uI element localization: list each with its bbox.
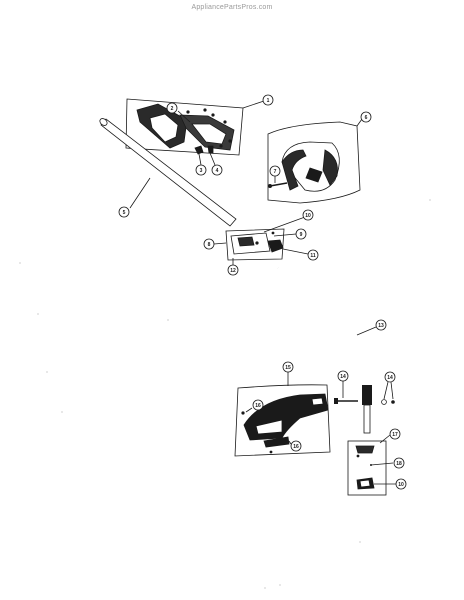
upper-shaft-group: [99, 118, 237, 227]
guard-washer: [391, 400, 395, 404]
callout-3: 3: [195, 164, 207, 176]
callout-15: 15: [282, 361, 294, 373]
svg-text:5: 5: [123, 210, 126, 216]
debris-guard-window: [255, 419, 283, 435]
coupler-clamp: [237, 236, 255, 247]
handle-housing-box: [125, 98, 244, 156]
shaft-clamp: [362, 385, 372, 405]
screw: [228, 139, 232, 143]
callout-6: 6: [360, 111, 372, 123]
spool-group: [347, 434, 396, 496]
callout-9: 9: [295, 228, 307, 240]
callout-2: 2: [166, 102, 178, 114]
callout-5: 5: [118, 206, 130, 218]
spool-line-end: [356, 454, 360, 458]
spool-cap: [355, 445, 375, 454]
assist-handle-grip-right: [322, 149, 338, 186]
svg-text:10: 10: [398, 482, 404, 488]
callout-4: 4: [211, 164, 223, 176]
scan-specks: [19, 199, 431, 589]
assist-handle-group: [267, 118, 363, 204]
svg-text:18: 18: [396, 461, 402, 467]
watermark: AppliancePartsPros.com: [191, 4, 273, 11]
svg-text:7: 7: [274, 169, 277, 175]
assist-handle-grip: [281, 149, 307, 191]
callout-18: 18: [393, 457, 405, 469]
svg-text:15: 15: [285, 365, 291, 371]
callout-14-left: 14: [337, 370, 349, 382]
screw: [186, 110, 190, 114]
trigger-part: [194, 145, 204, 155]
coupler-washer: [271, 231, 275, 235]
callout-12: 12: [227, 264, 239, 276]
svg-text:12: 12: [230, 268, 236, 274]
debris-guard-box: [234, 384, 331, 457]
svg-text:3: 3: [200, 168, 203, 174]
housing-half-left-inner: [149, 113, 179, 143]
svg-text:1: 1: [267, 98, 270, 104]
debris-guard-slot: [311, 397, 324, 406]
coupler-group: [213, 216, 309, 265]
screw: [203, 108, 207, 112]
spool-bump-knob-inner: [359, 479, 371, 488]
screw: [223, 120, 227, 124]
svg-text:9: 9: [300, 232, 303, 238]
line-cutter-blade: [263, 436, 290, 448]
svg-text:6: 6: [365, 115, 368, 121]
guard-nut: [381, 399, 387, 405]
handle-housing-group: [125, 98, 265, 166]
svg-text:14: 14: [387, 375, 393, 381]
callout-7: 7: [269, 165, 281, 177]
guard-screw: [241, 411, 245, 415]
callout-17: 17: [389, 428, 401, 440]
svg-text:16: 16: [293, 444, 299, 450]
svg-text:16: 16: [255, 403, 261, 409]
callout-16-lower: 16: [290, 440, 302, 452]
bolt: [269, 182, 288, 187]
coupler-knob: [267, 239, 284, 253]
callout-16-upper: 16: [252, 399, 264, 411]
shaft-end: [99, 118, 108, 126]
svg-text:17: 17: [392, 432, 398, 438]
screw: [219, 144, 223, 148]
svg-text:13: 13: [378, 323, 384, 329]
blade-screw: [269, 450, 273, 454]
svg-text:11: 11: [310, 253, 316, 259]
lockout-part: [207, 145, 214, 154]
assist-handle-clamp: [305, 167, 323, 183]
shaft-tip: [363, 404, 371, 434]
svg-text:10: 10: [305, 213, 311, 219]
callout-10-upper: 10: [302, 209, 314, 221]
assist-handle-box: [267, 121, 361, 204]
bolt-head: [268, 184, 272, 188]
svg-text:8: 8: [208, 242, 211, 248]
svg-text:4: 4: [216, 168, 219, 174]
svg-text:14: 14: [340, 374, 346, 380]
callout-13: 13: [375, 319, 387, 331]
lower-shaft-fill: [276, 265, 370, 396]
callout-14-right: 14: [384, 371, 396, 383]
spool-box: [347, 440, 387, 496]
callout-8: 8: [203, 238, 215, 250]
coupler-box: [225, 228, 285, 261]
screw: [211, 113, 215, 117]
lower-shaft-group: [276, 265, 395, 434]
coupler-screw: [255, 241, 259, 245]
callout-1: 1: [262, 94, 274, 106]
svg-text:2: 2: [171, 106, 174, 112]
housing-half-right-inner: [191, 123, 227, 145]
callout-10-lower: 10: [395, 478, 407, 490]
callout-11: 11: [307, 249, 319, 261]
debris-guard-group: [234, 372, 331, 457]
